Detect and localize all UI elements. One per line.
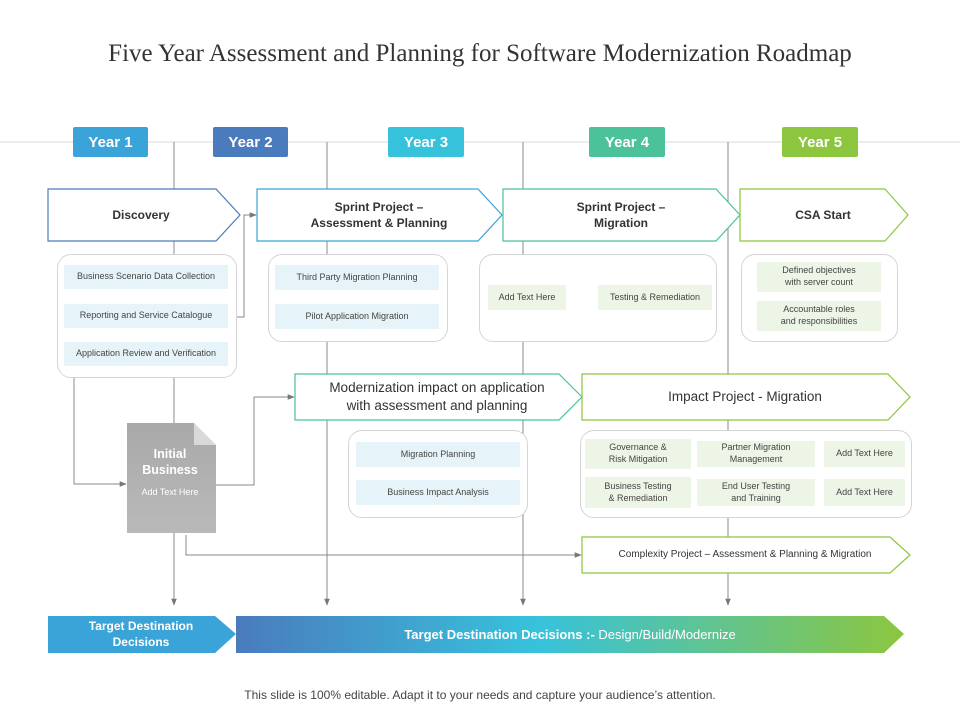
assessment-item: Third Party Migration Planning [275, 265, 439, 290]
year-4-tab: Year 4 [589, 127, 665, 157]
year-3-tab: Year 3 [388, 127, 464, 157]
discovery-to-initial-business-connector [73, 378, 127, 487]
discovery-item: Application Review and Verification [64, 342, 228, 366]
year-1-tab: Year 1 [73, 127, 148, 157]
target-right-bold: Target Destination Decisions :- [404, 627, 595, 642]
discovery-item: Business Scenario Data Collection [64, 265, 228, 289]
initial-business-title: Initial Business [142, 447, 198, 478]
impact-item: End User Testing and Training [697, 479, 815, 506]
discovery-item: Reporting and Service Catalogue [64, 304, 228, 328]
impact-item: Governance & Risk Mitigation [585, 439, 691, 469]
initial-business-subtitle: Add Text Here [141, 486, 199, 497]
page-title: Five Year Assessment and Planning for So… [108, 40, 852, 67]
target-right-label: Target Destination Decisions :- Design/B… [236, 616, 904, 653]
impact-item: Partner Migration Management [697, 441, 815, 467]
impact-item: Business Testing & Remediation [585, 477, 691, 508]
modernization-item: Migration Planning [356, 442, 520, 467]
csa-item: Accountable roles and responsibilities [757, 301, 881, 331]
discovery-label: Discovery [112, 207, 170, 222]
target-right-normal: Design/Build/Modernize [594, 627, 736, 642]
impact-migration-label: Impact Project - Migration [668, 388, 822, 404]
complexity-label: Complexity Project – Assessment & Planni… [618, 549, 872, 561]
initial-business-text: Initial Business Add Text Here [127, 446, 213, 497]
migration-item: Testing & Remediation [598, 285, 712, 310]
migration-item: Add Text Here [488, 285, 566, 310]
document-fold [194, 423, 216, 445]
year-2-tab: Year 2 [213, 127, 288, 157]
target-left-label: Target Destination Decisions [88, 618, 194, 649]
initial-business-to-complexity-connector [185, 535, 582, 558]
assessment-item: Pilot Application Migration [275, 304, 439, 329]
modernization-item: Business Impact Analysis [356, 480, 520, 505]
sprint-assessment-label: Sprint Project – Assessment & Planning [310, 199, 448, 230]
csa-start-label: CSA Start [795, 207, 851, 222]
sprint-migration-label: Sprint Project – Migration [576, 199, 666, 230]
year-5-tab: Year 5 [782, 127, 858, 157]
impact-item: Add Text Here [824, 479, 905, 506]
csa-item: Defined objectives with server count [757, 262, 881, 292]
modernization-impact-label: Modernization impact on application with… [329, 379, 545, 413]
impact-item: Add Text Here [824, 441, 905, 467]
footer-note: This slide is 100% editable. Adapt it to… [244, 688, 716, 702]
initial-business-to-modernization-connector [216, 394, 295, 486]
